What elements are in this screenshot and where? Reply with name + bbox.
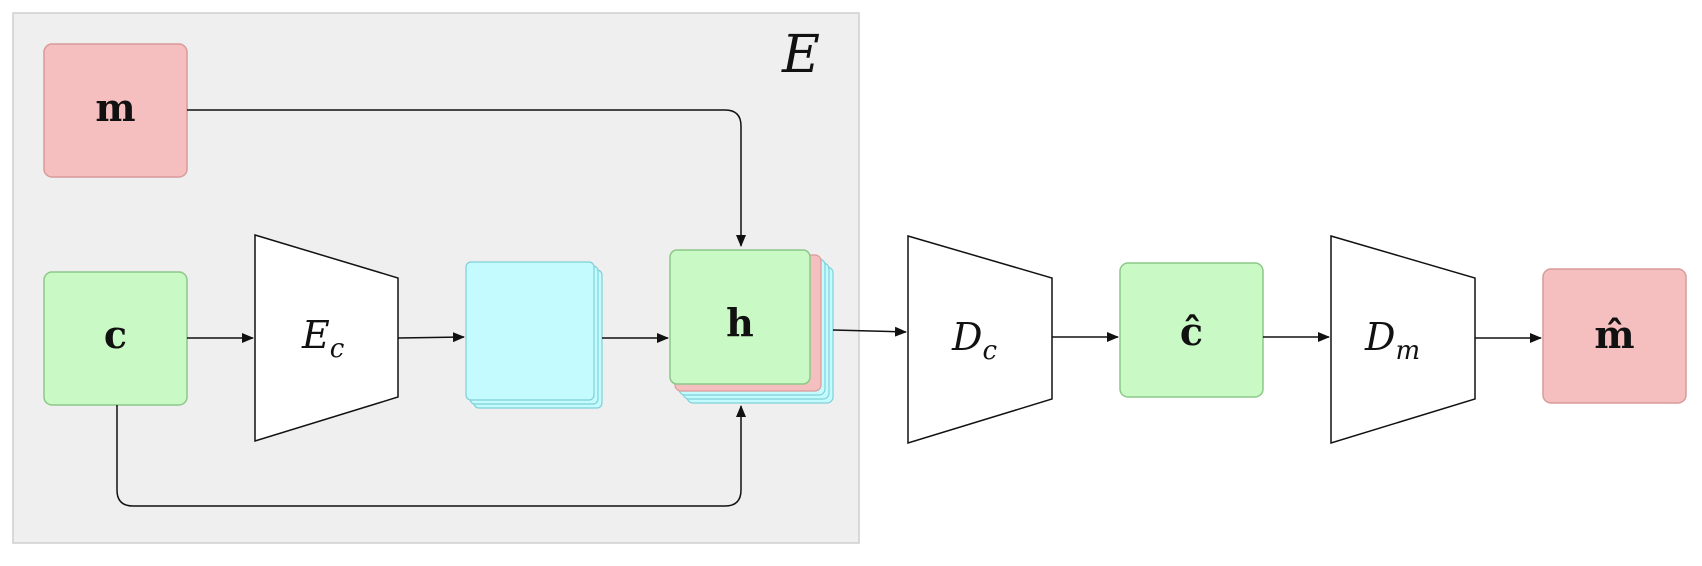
- arrow-m-to-h: [187, 109, 746, 247]
- output-m-hat-label: m̂: [1594, 312, 1634, 357]
- feature-map-stack: [465, 261, 603, 409]
- decoder-dm-block: Dm: [1330, 235, 1476, 445]
- hidden-h-stack: h: [669, 249, 834, 404]
- input-c-node: c: [43, 271, 188, 406]
- input-c-label: c: [104, 312, 127, 357]
- input-m-label: m: [95, 85, 135, 130]
- output-m-hat-node: m̂: [1542, 268, 1687, 404]
- arrow-ec-to-features: [397, 332, 465, 343]
- hidden-h-label: h: [726, 300, 754, 345]
- output-c-hat-node: ĉ: [1119, 262, 1264, 398]
- output-c-hat-label: ĉ: [1180, 309, 1203, 354]
- input-m-node: m: [43, 43, 188, 178]
- encoder-ec-label: Ec: [301, 313, 345, 364]
- arrow-h-to-dc: [832, 326, 907, 337]
- decoder-dc-label: Dc: [951, 315, 997, 366]
- arrow-c-to-h: [116, 405, 746, 507]
- decoder-dm-label: Dm: [1364, 315, 1420, 366]
- decoder-dc-block: Dc: [907, 235, 1053, 445]
- encoder-ec-block: Ec: [254, 233, 399, 443]
- encoder-group-label: E: [781, 25, 820, 85]
